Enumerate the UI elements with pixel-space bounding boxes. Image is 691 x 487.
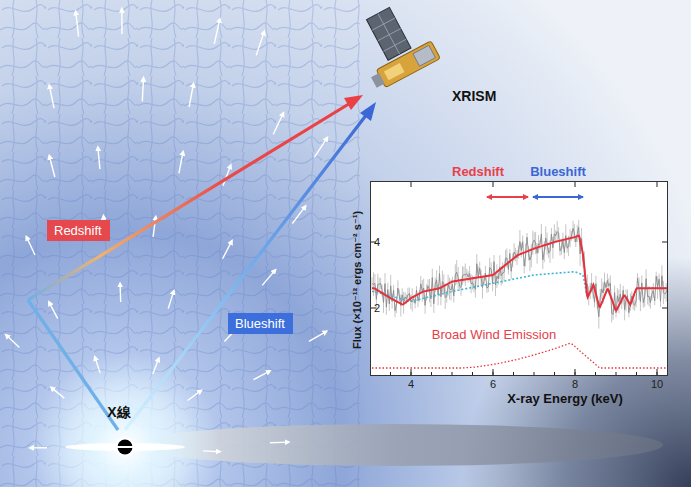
wind-arrow [273, 113, 283, 134]
wind-arrow [49, 85, 54, 108]
range-label: Redshift [452, 164, 504, 179]
tick-label: 10 [651, 378, 663, 390]
xray-label: X線 [107, 404, 130, 422]
wind-arrow [214, 19, 220, 44]
wind-arrow [6, 335, 20, 348]
wind-arrow [179, 152, 183, 174]
wind-arrow [270, 441, 289, 443]
tag-text: Redshift [54, 223, 103, 238]
tick-label: 8 [572, 378, 578, 390]
wind-arrow [203, 450, 220, 452]
wind-arrow [153, 358, 159, 374]
tick-label: 6 [490, 378, 496, 390]
wind-arrow [98, 147, 100, 169]
satellite-name: XRISM [452, 88, 496, 104]
axis-title: Flux (×10⁻¹² ergs cm⁻² s⁻¹) [351, 211, 364, 349]
tick-label: 4 [408, 378, 414, 390]
wind-arrow [256, 31, 264, 55]
wind-arrow [49, 156, 55, 177]
blueshift-tag: Blueshift [228, 313, 293, 334]
wind-arrow [188, 390, 202, 400]
wind-arrow [153, 217, 156, 237]
annotation-text: Broad Wind Emission [430, 327, 558, 342]
tick-label: 2 [374, 302, 380, 314]
wind-arrow [142, 78, 143, 102]
tick-label: 4 [374, 236, 380, 248]
wind-arrow [30, 447, 47, 449]
axis-title: X-ray Energy (keV) [507, 391, 623, 406]
wind-arrow [76, 12, 79, 37]
wind-arrow [95, 357, 100, 373]
wind-arrow [314, 138, 327, 158]
wind-arrow [49, 302, 58, 319]
wind-arrow [189, 84, 193, 107]
wind-arrow [119, 283, 121, 302]
wind-arrow [51, 387, 64, 398]
wind-arrow [26, 237, 35, 255]
redshift-tag: Redshift [47, 220, 110, 241]
wind-arrow [223, 241, 232, 259]
tag-text: Blueshift [235, 316, 286, 331]
wind-arrow [121, 9, 123, 34]
wind-arrow [253, 371, 270, 380]
wind-arrow [262, 270, 275, 286]
wind-arrow [168, 291, 174, 309]
spectrum-plot [370, 181, 668, 376]
range-label: Blueshift [530, 164, 586, 179]
wind-arrow [309, 331, 327, 341]
spectrum-panel: Broad Wind Emission [370, 181, 668, 376]
